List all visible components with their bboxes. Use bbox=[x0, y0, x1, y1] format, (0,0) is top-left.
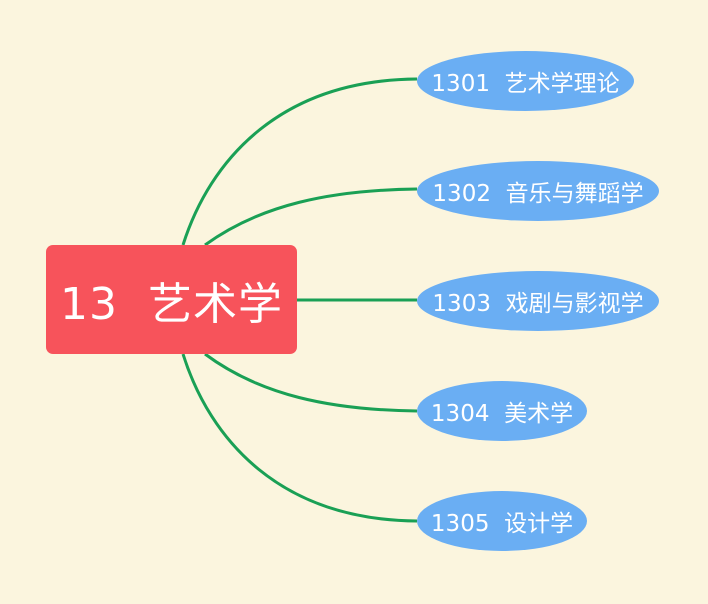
child-node-label: 1304 美术学 bbox=[430, 401, 574, 427]
child-node-label: 1301 艺术学理论 bbox=[431, 71, 620, 97]
child-node-1303[interactable]: 1303 戏剧与影视学 bbox=[417, 271, 659, 331]
link-root-to-1305 bbox=[181, 353, 418, 523]
child-node-label: 1305 设计学 bbox=[430, 511, 574, 537]
root-node-label: 13 艺术学 bbox=[60, 278, 283, 330]
link-root-to-1301 bbox=[181, 77, 418, 246]
child-node-1301[interactable]: 1301 艺术学理论 bbox=[417, 51, 634, 111]
root-node-art[interactable]: 13 艺术学 bbox=[46, 245, 297, 354]
child-node-1302[interactable]: 1302 音乐与舞蹈学 bbox=[417, 161, 659, 221]
child-node-1304[interactable]: 1304 美术学 bbox=[417, 381, 587, 441]
link-root-to-1304 bbox=[204, 352, 418, 413]
child-node-1305[interactable]: 1305 设计学 bbox=[417, 491, 587, 551]
child-node-label: 1302 音乐与舞蹈学 bbox=[432, 181, 644, 207]
link-root-to-1302 bbox=[204, 187, 418, 247]
child-node-label: 1303 戏剧与影视学 bbox=[432, 291, 644, 317]
